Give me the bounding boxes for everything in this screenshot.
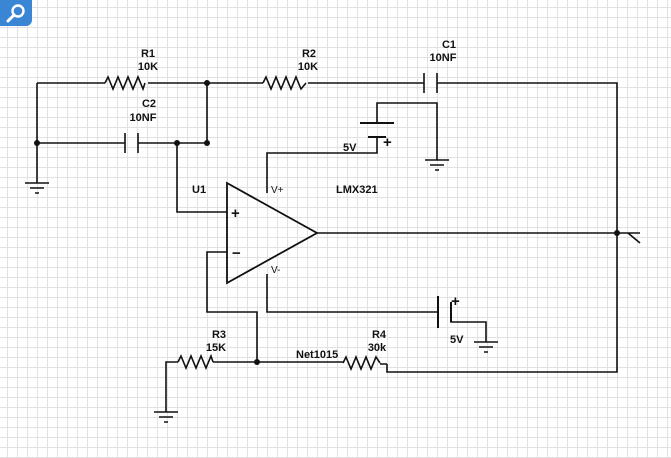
junction-dot [174,140,180,146]
wire [317,232,641,244]
inverting-input-sign: − [232,245,241,262]
resistor-r3 [177,353,214,371]
r4-value-label: 30k [368,342,387,354]
zoom-button[interactable] [0,0,32,26]
junction-dot [204,80,210,86]
wire [386,82,618,373]
c1-ref-label: C1 [442,39,456,51]
r2-ref-label: R2 [302,48,316,60]
u1-part-label: LMX321 [336,184,378,196]
battery-bottom [437,296,452,328]
junction-dot [614,230,620,236]
noninverting-input-sign: + [231,205,240,222]
vminus-pin-label: V- [271,265,280,276]
u1-ref-label: U1 [192,184,206,196]
battery-top-plus: + [383,134,392,151]
r1-ref-label: R1 [141,48,155,60]
junction-dot [204,140,210,146]
r1-value-label: 10K [138,61,158,73]
ground-bottom-right [474,341,498,353]
ground-left [25,182,49,194]
capacitor-c2 [124,133,139,153]
battery-bottom-plus: + [451,293,460,310]
resistor-r1 [104,74,146,92]
vplus-pin-label: V+ [271,185,284,196]
net1015-label: Net1015 [296,349,338,361]
r4-ref-label: R4 [372,329,387,341]
opamp-u1 [226,181,319,285]
battery-top-label: 5V [343,142,357,154]
resistor-r2 [262,74,307,92]
capacitor-c1 [423,73,438,93]
wire [206,251,258,362]
ground-r3 [154,411,178,423]
wire [165,361,387,412]
r2-value-label: 10K [298,61,318,73]
magnifier-icon [6,4,25,23]
resistor-r4 [342,354,381,372]
c2-value-label: 10NF [130,112,157,124]
c1-value-label: 10NF [430,52,457,64]
ground-top-right [425,159,449,171]
c2-ref-label: C2 [142,98,156,110]
junction-dot [254,359,260,365]
battery-bottom-label: 5V [450,334,464,346]
r3-value-label: 15K [206,342,226,354]
battery-top [360,122,394,138]
r3-ref-label: R3 [212,329,226,341]
wire [37,83,208,144]
wire [176,143,227,213]
wire [266,102,438,193]
junction-dot [34,140,40,146]
